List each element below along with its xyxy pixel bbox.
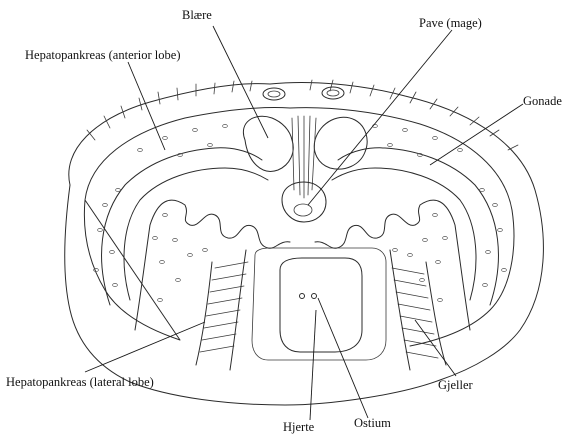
leader-ostium xyxy=(318,298,368,418)
blaere-organ xyxy=(243,116,293,171)
leader-hepato-lateral xyxy=(85,322,205,372)
ostium-left xyxy=(300,294,305,299)
label-gonade: Gonade xyxy=(523,94,562,108)
eye-left xyxy=(263,88,285,100)
label-hepato-lateral: Hepatopankreas (lateral lobe) xyxy=(6,375,154,389)
label-blaere: Blære xyxy=(182,8,212,22)
leader-pave xyxy=(308,30,452,205)
label-hepato-anterior: Hepatopankreas (anterior lobe) xyxy=(25,48,180,62)
label-pave: Pave (mage) xyxy=(419,16,482,30)
leader-gonade xyxy=(430,104,523,165)
label-ostium: Ostium xyxy=(354,416,391,430)
heart-border xyxy=(252,248,386,360)
hepatopancreas-speckles xyxy=(94,124,507,301)
leader-gjeller xyxy=(415,320,456,376)
leader-blaere xyxy=(213,26,268,138)
leader-hepato-anterior xyxy=(128,62,165,150)
carapace-spines-right xyxy=(310,80,518,150)
gills-left xyxy=(200,262,248,352)
label-hjerte: Hjerte xyxy=(283,420,314,434)
hepatopancreas-inner-outline xyxy=(84,107,514,346)
stomach-striations xyxy=(292,116,316,198)
eye-right xyxy=(322,87,344,99)
hepatopancreas-lateral-left xyxy=(135,200,290,330)
label-gjeller: Gjeller xyxy=(438,378,473,392)
ostium-right xyxy=(312,294,317,299)
